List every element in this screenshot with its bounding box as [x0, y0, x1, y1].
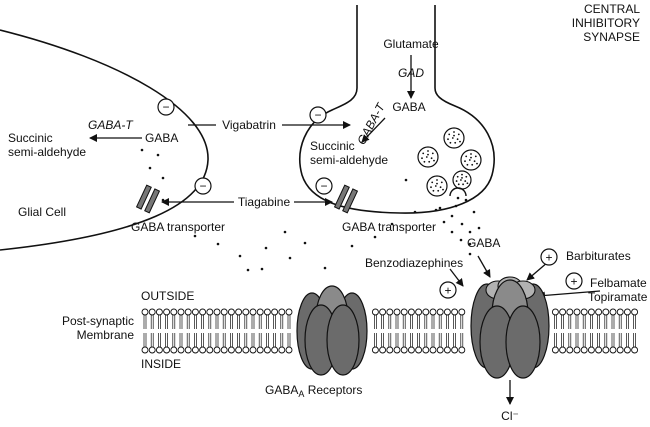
- label-outside: OUTSIDE: [141, 289, 194, 303]
- label-gaba-t-glial: GABA-T: [88, 118, 134, 132]
- potentiate-symbol-barbiturates: +: [540, 248, 558, 266]
- label-vigabatrin: Vigabatrin: [222, 118, 276, 132]
- label-succinic-glial-2: semi-aldehyde: [8, 145, 86, 159]
- label-succinic-glial-1: Succinic: [8, 131, 53, 145]
- label-glutamate: Glutamate: [383, 37, 439, 51]
- vesicle: [426, 175, 448, 197]
- label-glial-cell: Glial Cell: [18, 205, 66, 219]
- exocytosis-vesicle: [449, 187, 467, 197]
- label-gaba-glial: GABA: [145, 131, 178, 145]
- arrow-benzodiazephines-to-receptor: [449, 268, 464, 287]
- label-gad: GAD: [398, 66, 424, 80]
- svg-text:INHIBITORY: INHIBITORY: [572, 16, 640, 30]
- synaptic-vesicles: [417, 127, 482, 197]
- label-post-synaptic: Post-synaptic: [62, 314, 134, 328]
- presynaptic-gaba-transporter: [333, 184, 359, 214]
- label-succinic-presynaptic-1: Succinic: [310, 139, 355, 153]
- glial-gaba-transporter: [135, 184, 161, 214]
- arrow-gaba-to-succinic-presynaptic: [361, 117, 386, 143]
- inhibit-symbol-presynaptic-transporter: −: [315, 177, 333, 195]
- label-tiagabine: Tiagabine: [238, 195, 291, 209]
- label-felbamate: Felbamate: [590, 276, 647, 290]
- label-gaba-cleft: GABA: [467, 236, 500, 250]
- label-gaba-presynaptic: GABA: [392, 100, 425, 114]
- arrow-felbamate-to-receptor: [537, 290, 601, 300]
- gaba-a-receptor-left: [296, 285, 368, 376]
- vesicle: [443, 127, 465, 149]
- svg-text:+: +: [570, 275, 577, 289]
- vesicle: [460, 149, 482, 171]
- synapse-title: CENTRAL INHIBITORY SYNAPSE: [572, 2, 641, 44]
- svg-text:−: −: [199, 179, 206, 193]
- inhibit-symbol-glial-gaba-t: −: [157, 98, 175, 116]
- svg-text:−: −: [314, 108, 321, 122]
- presynaptic-terminal: [299, 5, 495, 214]
- label-inside: INSIDE: [141, 357, 181, 371]
- inhibit-symbol-presynaptic-gaba-t: −: [309, 106, 327, 124]
- svg-text:−: −: [320, 179, 327, 193]
- label-gaba-a-receptors: GABAA Receptors: [265, 383, 362, 399]
- label-gaba-transporter-presynaptic: GABA transporter: [342, 220, 436, 234]
- label-membrane: Membrane: [77, 328, 135, 342]
- label-barbiturates: Barbiturates: [566, 249, 631, 263]
- svg-text:−: −: [162, 100, 169, 114]
- arrow-gaba-to-receptor: [477, 255, 491, 278]
- potentiate-symbol-benzodiazephines: +: [439, 281, 457, 299]
- gaba-a-receptor-right: [470, 276, 550, 379]
- label-gaba-transporter-glial: GABA transporter: [131, 220, 225, 234]
- inhibit-symbol-glial-transporter: −: [194, 177, 212, 195]
- label-chloride: Cl⁻: [501, 409, 519, 423]
- svg-text:SYNAPSE: SYNAPSE: [583, 30, 640, 44]
- vesicle: [417, 146, 439, 168]
- svg-text:+: +: [444, 284, 451, 298]
- label-succinic-presynaptic-2: semi-aldehyde: [310, 153, 388, 167]
- svg-text:CENTRAL: CENTRAL: [584, 2, 640, 16]
- arrow-barbiturates-to-receptor: [526, 261, 549, 281]
- glial-cell-membrane: [0, 29, 209, 251]
- svg-text:+: +: [545, 251, 552, 265]
- potentiate-symbol-felbamate: +: [565, 272, 583, 290]
- label-benzodiazephines: Benzodiazephines: [365, 256, 463, 270]
- vesicle: [452, 170, 472, 190]
- postsynaptic-membrane: [141, 308, 639, 354]
- label-topiramate: Topiramate: [588, 290, 648, 304]
- label-gaba-t-presynaptic: GABA-T: [354, 100, 388, 147]
